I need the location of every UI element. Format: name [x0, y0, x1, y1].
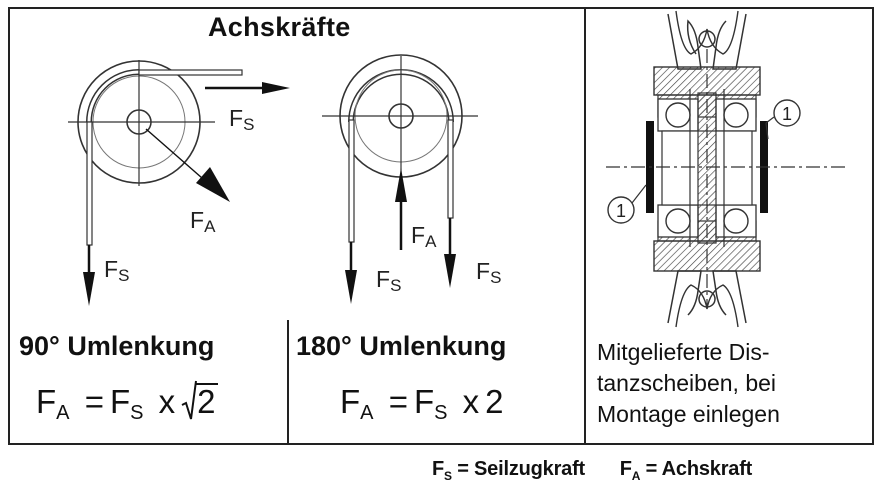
- page-title: Achskräfte: [208, 12, 351, 42]
- arrow-fs-right: [262, 82, 290, 94]
- heading-180: 180° Umlenkung: [296, 331, 507, 361]
- label-90-fs-down: FS: [104, 256, 130, 285]
- callout-1-left: [607, 196, 635, 224]
- figure-frame: [8, 7, 874, 445]
- rope-top: [138, 69, 243, 76]
- label-90-fs-right: FS: [229, 105, 255, 134]
- arrow-fs-left: [345, 270, 357, 304]
- rope-left: [348, 119, 355, 243]
- callout-1-right-text: 1: [782, 104, 792, 124]
- rope-left: [86, 121, 93, 246]
- divider-right: [584, 7, 586, 445]
- legend: FS = Seilzugkraft FA = Achskraft: [432, 458, 753, 483]
- label-180-fs-left: FS: [376, 266, 402, 295]
- rope-right: [447, 119, 454, 219]
- arrow-fa: [395, 168, 407, 202]
- arrow-fs-right: [444, 254, 456, 288]
- label-180-fs-right: FS: [476, 258, 502, 287]
- divider-left: [287, 320, 289, 445]
- label-180-fa: FA: [411, 222, 437, 251]
- arrow-fs-down: [83, 272, 95, 306]
- diagram-180-deflection: [322, 54, 478, 304]
- note-line: Mitgelieferte Dis-: [597, 339, 770, 365]
- spacer-note: Mitgelieferte Dis- tanzscheiben, bei Mon…: [597, 337, 780, 430]
- callout-1-left-text: 1: [616, 201, 626, 221]
- note-line: tanzscheiben, bei: [597, 370, 777, 396]
- arrow-fa: [196, 167, 230, 202]
- bearing-section-view: 1 1: [606, 10, 848, 328]
- callout-1-right: [773, 99, 801, 127]
- diagram-90-deflection: [68, 60, 290, 306]
- note-line: Montage einlegen: [597, 401, 780, 427]
- heading-90: 90° Umlenkung: [19, 331, 215, 361]
- label-90-fa: FA: [190, 207, 216, 236]
